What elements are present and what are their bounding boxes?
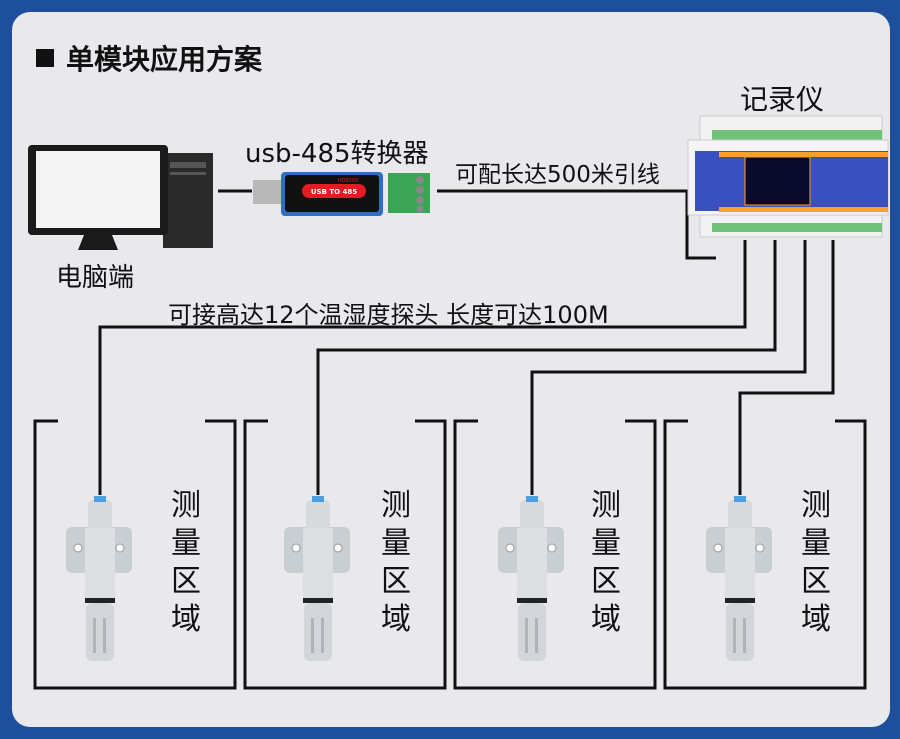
wire-probe-1 [98,240,747,495]
wire-probe-3 [530,240,807,495]
title-text: 单模块应用方案 [66,43,263,76]
converter-model: HD8205 [338,178,358,184]
temperature-humidity-probe-icon [284,496,350,661]
cable-length-label: 可配长达500米引线 [455,162,660,188]
recorder-label: 记录仪 [740,83,825,116]
probes-label: 可接高达12个温湿度探头 长度可达100M [168,301,609,329]
converter-label: USB TO 485 [311,188,357,196]
square-bullet-icon [36,49,54,67]
temperature-humidity-probe-icon [498,496,564,661]
zone-box-3 [453,419,657,690]
zone-box-2 [243,419,447,690]
zone-label-3: 测量区域 [591,488,621,637]
wire-probe-2 [316,240,777,495]
temperature-humidity-probe-icon [706,496,772,661]
computer-icon [28,145,213,250]
usb-485-converter: USB TO 485 HD8205 [253,172,430,216]
zone-label-1: 测量区域 [171,488,201,637]
zone-boxes [33,419,867,690]
pc-label: 电脑端 [56,263,135,293]
page-title: 单模块应用方案 [36,38,262,78]
converter-title: usb-485转换器 [245,139,429,169]
recorder-device [687,115,889,238]
wires [98,189,835,495]
zone-box-4 [663,419,867,690]
temperature-humidity-probe-icon [66,496,132,661]
zone-label-4: 测量区域 [801,488,831,637]
wire-probe-4 [738,240,835,495]
zone-label-2: 测量区域 [381,488,411,637]
wire-converter-recorder [437,189,716,260]
zone-box-1 [33,419,237,690]
